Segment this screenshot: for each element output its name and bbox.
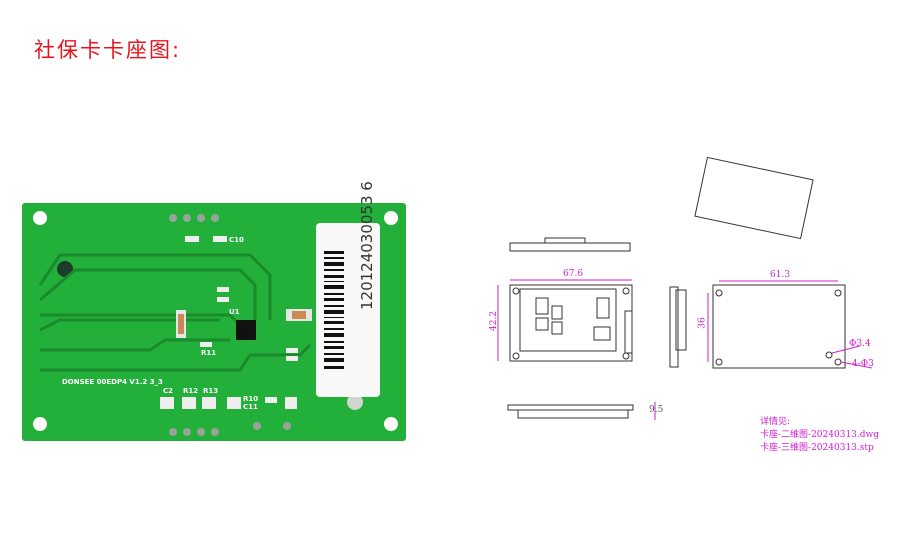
dim-width-back: 61.3	[770, 270, 791, 280]
silkscreen-text: DONSEE 00EDP4 V1.2 3_3	[62, 378, 163, 386]
dim-hole-small: 4-Φ3	[852, 359, 874, 369]
r10-label: R10	[243, 395, 259, 403]
file-2d: 卡座-二维图-20240313.dwg	[760, 430, 879, 440]
c10-label: C10	[229, 236, 244, 244]
r12-label: R12	[183, 387, 199, 395]
c11-label: C11	[243, 403, 258, 411]
notes-heading: 详情见:	[760, 417, 791, 427]
barcode	[324, 251, 344, 369]
r13-label: R13	[203, 387, 219, 395]
dim-height-left: 42.2	[489, 310, 500, 332]
barcode-label	[316, 223, 380, 397]
c2-label: C2	[163, 387, 174, 395]
dim-width-top: 67.6	[563, 269, 584, 279]
dim-hole-big: Φ3.4	[849, 339, 871, 349]
u1-label: U1	[229, 308, 240, 316]
page-title: 社保卡卡座图:	[34, 38, 182, 62]
dim-height-back: 36	[697, 317, 708, 329]
r11-label: R11	[201, 349, 217, 357]
file-3d: 卡座-三维图-20240313.stp	[760, 443, 874, 453]
dim-thickness: 9.5	[649, 405, 664, 415]
